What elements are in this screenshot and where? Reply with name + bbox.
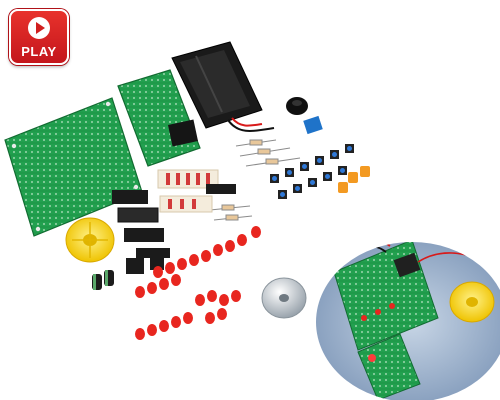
buzzer-component	[286, 97, 308, 115]
yellow-wheel	[65, 217, 115, 263]
play-label: PLAY	[21, 44, 57, 59]
resistors	[209, 139, 301, 221]
screw-terminal	[303, 115, 323, 135]
battery-holder	[171, 41, 275, 132]
resistor-strip	[157, 169, 219, 213]
relay-component	[167, 119, 199, 147]
ic-chips	[112, 184, 236, 274]
tactile-switches	[270, 144, 354, 199]
dc-motor	[261, 277, 307, 319]
assembled-kit-photo	[316, 242, 500, 400]
play-badge[interactable]: PLAY	[9, 9, 69, 65]
electrolytic-capacitors	[92, 270, 114, 290]
ceramic-capacitors	[338, 166, 370, 193]
play-icon	[28, 17, 50, 39]
red-leds	[135, 226, 261, 340]
